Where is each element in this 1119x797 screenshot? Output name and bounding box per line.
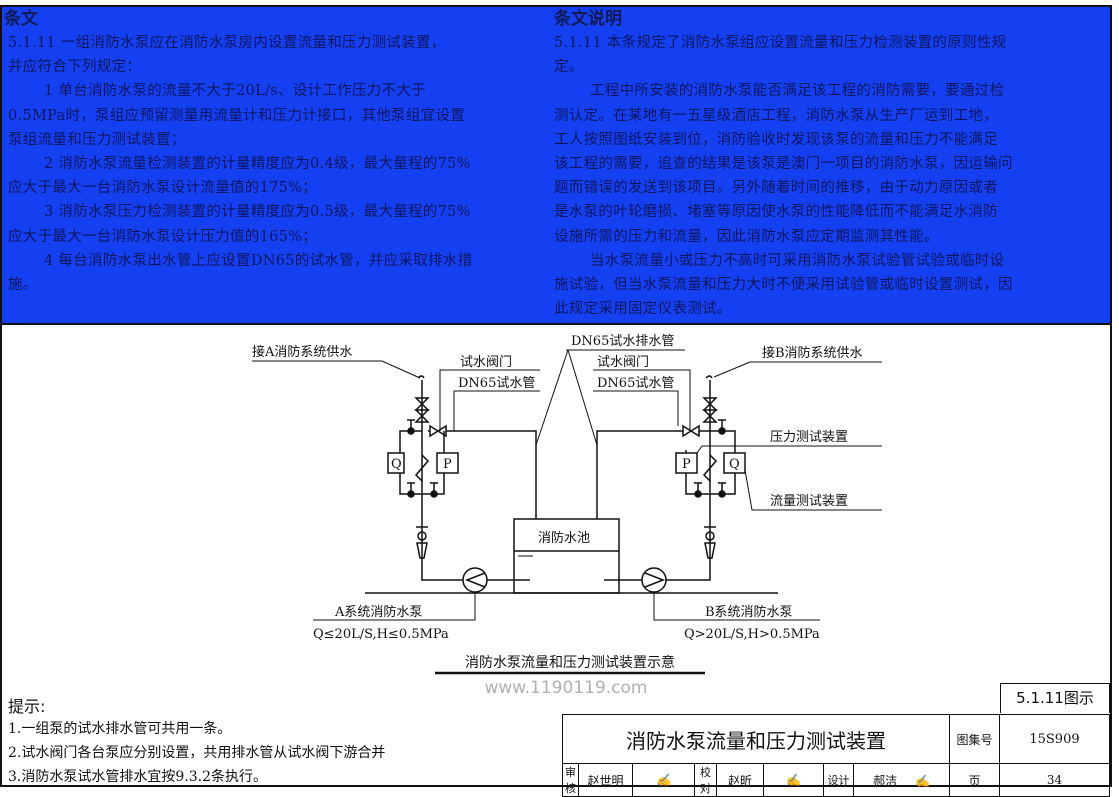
explanation-column: 条文说明 5.1.11 本条规定了消防水泵组应设置流量和压力检测装置的原则性规 … bbox=[554, 7, 1013, 321]
test-pipe-a-label: DN65试水管 bbox=[458, 376, 535, 391]
pump-b-label: B系统消防水泵 bbox=[705, 604, 793, 620]
designer-name: 郝洁 ✍ bbox=[853, 763, 950, 797]
provision-line: 1 单台消防水泵的流量不大于20L/s、设计工作压力不大于 bbox=[44, 83, 426, 100]
pressure-device-label: 压力测试装置 bbox=[770, 430, 848, 445]
watermark: www.1190119.com bbox=[485, 678, 648, 698]
atlas-label: 图集号 bbox=[949, 714, 1000, 764]
p-label: P bbox=[682, 457, 691, 472]
supply-b-label: 接B消防系统供水 bbox=[762, 345, 863, 361]
test-valve-b-label: 试水阀门 bbox=[597, 355, 649, 370]
page-number: 34 bbox=[999, 763, 1110, 797]
diagram-caption: 消防水泵流量和压力测试装置示意 bbox=[465, 654, 675, 671]
pump-a-label: A系统消防水泵 bbox=[334, 604, 422, 620]
review-label: 审核 bbox=[562, 763, 579, 797]
explanation-line: 工程中所安装的消防水泵能否满足该工程的消防需要，要通过检 bbox=[590, 83, 1005, 100]
pressure-gauge-p-box bbox=[675, 452, 698, 474]
note-item: 2.试水阀门各台泵应分别设置，共用排水管从试水阀下游合并 bbox=[8, 745, 386, 761]
explanation-line: 施试验，但当水泵流量和压力大时不便采用试验管或临时设置测试，因 bbox=[554, 277, 1013, 294]
drawing-title: 消防水泵流量和压力测试装置 bbox=[562, 714, 950, 764]
explanation-line: 测认定。在某地有一五星级酒店工程，消防水泵从生产厂运到工地， bbox=[554, 107, 998, 124]
tank-label: 消防水池 bbox=[538, 530, 590, 546]
q-label: Q bbox=[729, 457, 740, 472]
flow-meter-q-box bbox=[723, 452, 746, 474]
provision-column: 条文 5.1.11 一组消防水泵应在消防水泵房内设置流量和压力测试装置， 并应符… bbox=[4, 7, 472, 297]
notes-heading: 提示: bbox=[8, 697, 46, 716]
gate-valve-icon bbox=[414, 397, 430, 423]
flow-device-label: 流量测试装置 bbox=[770, 494, 848, 509]
q-label: Q bbox=[391, 457, 402, 472]
leader-lines bbox=[252, 349, 882, 621]
checker-signature: ✍ bbox=[763, 763, 824, 797]
provision-line: 泵组流量和压力测试装置； bbox=[8, 131, 186, 148]
explanation-line: 5.1.11 本条规定了消防水泵组应设置流量和压力检测装置的原则性规 bbox=[554, 35, 1007, 51]
flow-meter-q-box bbox=[387, 452, 405, 474]
provision-line: 0.5MPa时，泵组应预留测量用流量计和压力计接口，其他泵组宜设置 bbox=[8, 107, 466, 124]
p-label: P bbox=[443, 457, 452, 472]
title-block: 消防水泵流量和压力测试装置 图集号 15S909 审核 赵世明 ✍ 校对 赵昕 … bbox=[562, 714, 1110, 797]
explanation-heading: 条文说明 bbox=[554, 9, 622, 29]
system-a bbox=[387, 375, 537, 593]
figure-tag: 5.1.11图示 bbox=[1000, 683, 1110, 713]
explanation-line: 题而错误的发送到该项目。另外随着时间的推移，由于动力原因或者 bbox=[554, 180, 998, 197]
explanation-line: 当水泵流量小或压力不高时可采用消防水泵试验管试验或临时设 bbox=[590, 252, 1005, 269]
gate-valve-icon bbox=[702, 397, 718, 423]
reviewer-signature: ✍ bbox=[632, 763, 695, 797]
provision-line: 2 消防水泵流量检测装置的计量精度应为0.4级，最大量程的75% bbox=[44, 156, 471, 173]
explanation-line: 定。 bbox=[554, 59, 584, 76]
drawing-frame bbox=[0, 325, 1112, 787]
provision-line: 施。 bbox=[8, 277, 38, 294]
provision-line: 3 消防水泵压力检测装置的计量精度应为0.5级，最大量程的75% bbox=[44, 204, 471, 221]
provision-line: 5.1.11 一组消防水泵应在消防水泵房内设置流量和压力测试装置， bbox=[8, 35, 446, 51]
explanation-line: 工人按照图纸安装到位，消防验收时发现该泵的流量和压力不能满足 bbox=[554, 131, 998, 148]
provision-line: 并应符合下列规定： bbox=[8, 59, 142, 76]
provision-heading: 条文 bbox=[4, 9, 38, 29]
pump-a-spec: Q≤20L/S,H≤0.5MPa bbox=[313, 627, 449, 642]
drain-pipe-label: DN65试水排水管 bbox=[571, 334, 674, 349]
provision-line: 应大于最大一台消防水泵设计流量值的175%； bbox=[8, 180, 318, 197]
note-item: 3.消防水泵试水管排水宜按9.3.2条执行。 bbox=[8, 769, 267, 785]
note-item: 1.一组泵的试水排水管可共用一条。 bbox=[8, 721, 232, 737]
checker-name: 赵昕 bbox=[716, 763, 764, 797]
explanation-line: 此规定采用固定仪表测试。 bbox=[554, 301, 732, 318]
test-pipe-b-label: DN65试水管 bbox=[597, 376, 674, 391]
designer-name-text: 郝洁 bbox=[873, 773, 898, 788]
atlas-number: 15S909 bbox=[999, 714, 1110, 764]
check-label: 校对 bbox=[694, 763, 717, 797]
notes: 提示: 1.一组泵的试水排水管可共用一条。 2.试水阀门各台泵应分别设置，共用排… bbox=[8, 693, 385, 789]
page-label: 页 bbox=[949, 763, 1000, 797]
test-valve-b bbox=[596, 424, 710, 519]
provision-line: 应大于最大一台消防水泵设计压力值的165%； bbox=[8, 228, 318, 245]
test-valve-a-label: 试水阀门 bbox=[460, 355, 512, 370]
system-b bbox=[596, 375, 746, 593]
test-valve-a bbox=[428, 424, 537, 519]
reviewer-name: 赵世明 bbox=[578, 763, 633, 797]
explanation-line: 该工程的需要，追查的结果是该泵是澳门一项目的消防水泵，因运输问 bbox=[554, 156, 1013, 173]
pump-b-spec: Q>20L/S,H>0.5MPa bbox=[684, 627, 820, 642]
explanation-line: 是水泵的叶轮磨损、堵塞等原因使水泵的性能降低而不能满足水消防 bbox=[554, 204, 998, 221]
provision-line: 4 每台消防水泵出水管上应设置DN65的试水管，并应采取排水措 bbox=[44, 252, 473, 269]
pressure-gauge-p-box bbox=[436, 452, 459, 474]
explanation-line: 设施所需的压力和流量，因此消防水泵应定期监测其性能。 bbox=[554, 228, 939, 245]
tank bbox=[513, 518, 620, 594]
text-panel: 条文 5.1.11 一组消防水泵应在消防水泵房内设置流量和压力测试装置， 并应符… bbox=[0, 5, 1112, 325]
design-label: 设计 bbox=[823, 763, 854, 797]
supply-a-label: 接A消防系统供水 bbox=[252, 344, 352, 360]
